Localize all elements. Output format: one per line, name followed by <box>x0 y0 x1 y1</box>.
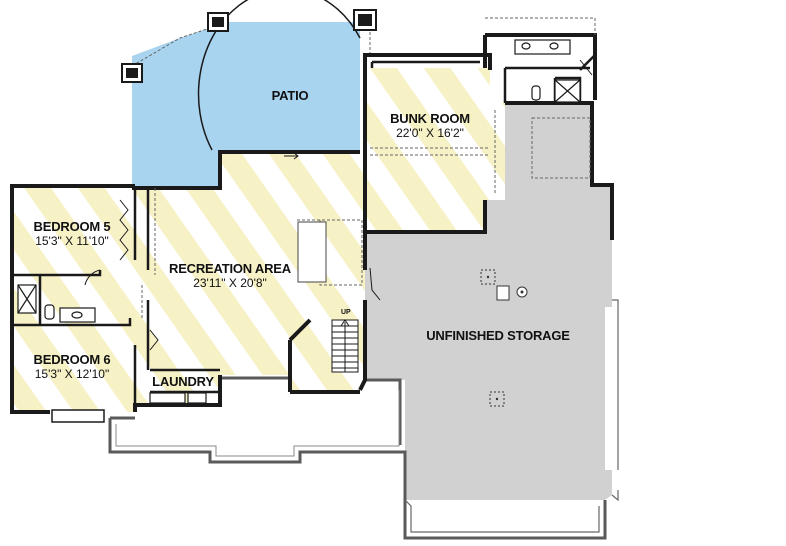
unfinished-storage-label: UNFINISHED STORAGE <box>418 328 578 344</box>
slider-arrow <box>284 152 299 160</box>
patio-arc <box>197 0 361 151</box>
bath-fixtures <box>17 39 581 404</box>
door-swings <box>84 59 593 351</box>
room-dimensions: 22'0" X 16'2" <box>396 125 464 140</box>
room-dimensions: 15'3" X 12'10" <box>34 366 110 381</box>
room-dimensions: 23'11" X 20'8" <box>193 275 267 290</box>
column-posts <box>121 9 377 83</box>
stair-up-label: UP <box>341 309 351 316</box>
room-name: BEDROOM 5 <box>33 219 111 234</box>
dashed-lines <box>141 17 596 320</box>
laundry-label: LAUNDRY <box>148 374 218 390</box>
small-dots <box>486 275 524 401</box>
foundation-inner <box>115 390 400 457</box>
foundation-outline <box>108 376 607 540</box>
patio-label: PATIO <box>250 88 330 104</box>
patio-area <box>132 22 360 188</box>
room-name: BEDROOM 6 <box>33 352 111 367</box>
room-dimensions: 15'3" X 11'10" <box>35 233 109 248</box>
storage-outer-right <box>404 299 619 533</box>
window-bottom <box>51 409 105 423</box>
bedroom6-label: BEDROOM 6 15'3" X 12'10" <box>22 352 122 382</box>
room-name: RECREATION AREA <box>169 261 291 276</box>
bunk-room-label: BUNK ROOM 22'0" X 16'2" <box>375 111 485 141</box>
bedroom5-label: BEDROOM 5 15'3" X 11'10" <box>22 219 122 249</box>
room-name: PATIO <box>271 88 309 103</box>
unfinished-storage-area <box>365 103 612 500</box>
recreation-area-label: RECREATION AREA 23'11" X 20'8" <box>160 261 300 291</box>
room-name: BUNK ROOM <box>390 111 470 126</box>
room-name: LAUNDRY <box>152 374 214 389</box>
room-name: UNFINISHED STORAGE <box>426 328 570 343</box>
kitchen-island <box>297 221 327 283</box>
thin-walls <box>12 54 596 405</box>
finished-area-fill <box>12 68 505 412</box>
stairs <box>331 319 359 373</box>
